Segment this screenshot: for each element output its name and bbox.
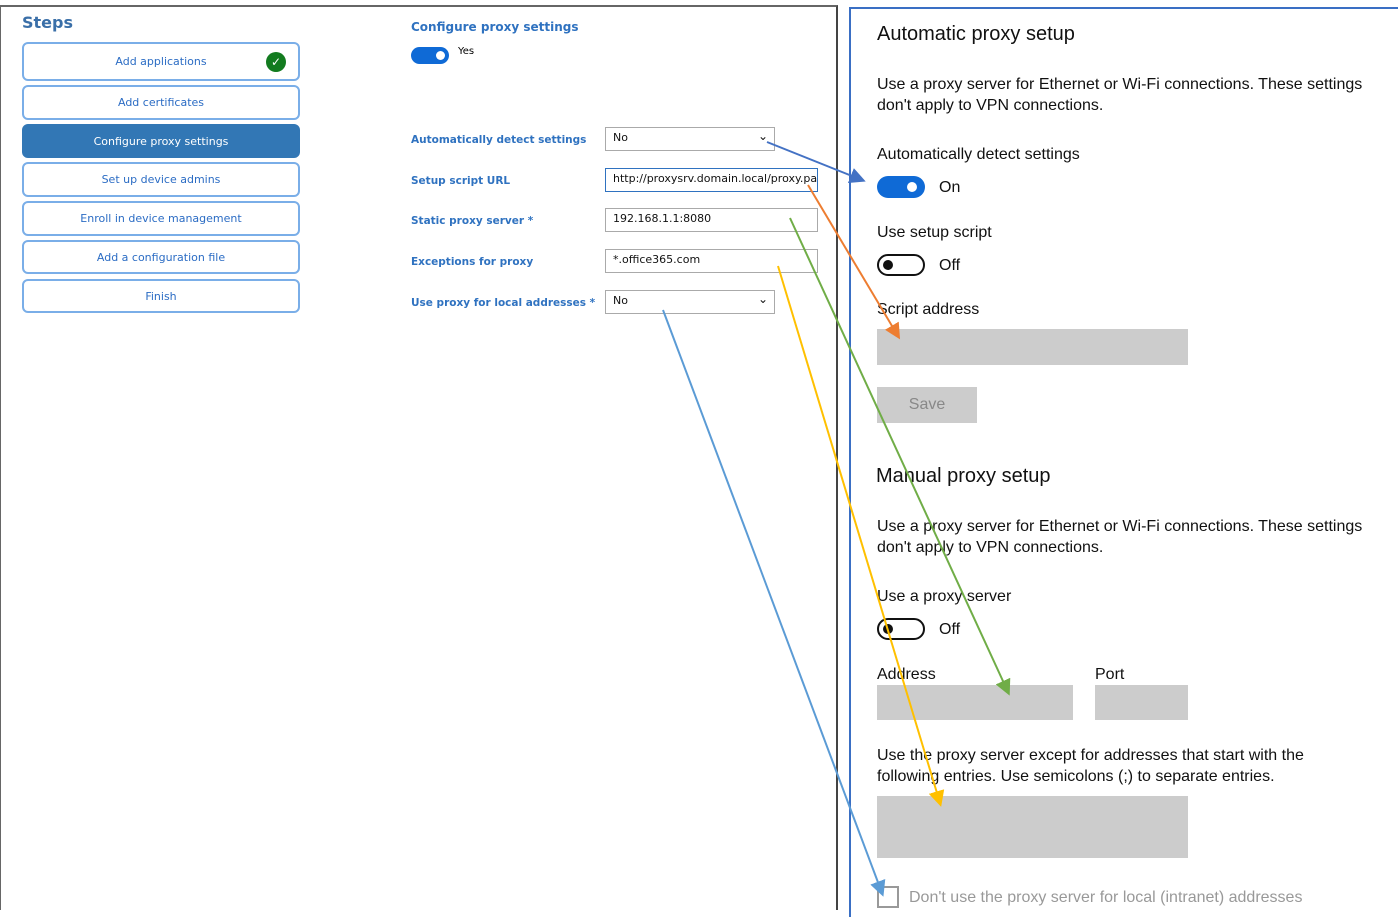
step-label: Add a configuration file [96, 250, 226, 264]
auto-detect-select[interactable]: No⌄ [605, 127, 775, 151]
arrow-script [807, 184, 901, 340]
step-configure-proxy[interactable]: Configure proxy settings [22, 124, 300, 158]
step-label: Add certificates [117, 96, 205, 109]
port-input[interactable] [1095, 685, 1188, 720]
use-proxy-state: Off [939, 621, 961, 638]
port-label: Port [1095, 666, 1125, 683]
proxy-toggle-label: Yes [458, 46, 475, 57]
arrow-local [662, 309, 886, 897]
exceptions-label: Exceptions for proxy [411, 256, 534, 268]
arrow-exceptions [777, 265, 945, 807]
auto-detect-label: Automatically detect settings [411, 134, 587, 146]
step-add-certificates[interactable]: Add certificates [22, 85, 300, 120]
local-select[interactable]: No⌄ [605, 290, 775, 314]
static-proxy-label: Static proxy server * [411, 215, 534, 227]
manual-proxy-title: Manual proxy setup [876, 465, 1051, 487]
arrow-static [789, 217, 1011, 696]
step-label: Set up device admins [101, 173, 221, 186]
arrow-auto-detect [766, 141, 866, 183]
manual-desc: Use a proxy server for Ethernet or Wi-Fi… [877, 518, 1363, 556]
local-label: Use proxy for local addresses * [411, 297, 596, 309]
chevron-down-icon: ⌄ [757, 292, 768, 306]
auto-detect-win-label: Automatically detect settings [877, 146, 1080, 163]
exceptions-desc: Use the proxy server except for addresse… [877, 747, 1304, 785]
script-address-label: Script address [877, 301, 980, 318]
step-label: Enroll in device management [80, 212, 242, 225]
script-url-label: Setup script URL [411, 175, 511, 187]
intune-proxy-panel [0, 5, 838, 910]
step-label: Configure proxy settings [93, 134, 229, 148]
auto-detect-toggle[interactable] [877, 176, 925, 198]
chevron-down-icon: ⌄ [757, 129, 768, 143]
exceptions-textarea[interactable] [877, 796, 1188, 858]
windows-proxy-panel [849, 7, 1398, 917]
script-url-input[interactable]: http://proxysrv.domain.local/proxy.pa [605, 168, 818, 192]
auto-detect-state: On [939, 179, 961, 196]
auto-proxy-title: Automatic proxy setup [877, 23, 1075, 45]
proxy-toggle[interactable] [411, 47, 449, 64]
step-label: Finish [145, 289, 177, 303]
use-proxy-label: Use a proxy server [877, 588, 1012, 605]
step-config-file[interactable]: Add a configuration file [22, 240, 300, 274]
step-finish[interactable]: Finish [22, 279, 300, 313]
step-enroll[interactable]: Enroll in device management [22, 201, 300, 236]
steps-title: Steps [22, 13, 73, 32]
setup-script-label: Use setup script [877, 224, 992, 241]
setup-script-state: Off [939, 257, 961, 274]
auto-desc: Use a proxy server for Ethernet or Wi-Fi… [877, 76, 1363, 114]
static-proxy-input[interactable]: 192.168.1.1:8080 [605, 208, 818, 232]
script-address-input[interactable] [877, 329, 1188, 365]
setup-script-toggle[interactable] [877, 254, 925, 276]
local-checkbox-label: Don't use the proxy server for local (in… [909, 889, 1303, 906]
exceptions-input[interactable]: *.office365.com [605, 249, 818, 273]
step-device-admins[interactable]: Set up device admins [22, 162, 300, 197]
step-add-applications[interactable]: Add applications ✓ [22, 42, 300, 81]
step-label: Add applications [115, 55, 207, 68]
form-title: Configure proxy settings [411, 20, 579, 34]
checkmark-icon: ✓ [266, 52, 286, 72]
save-button[interactable]: Save [877, 387, 977, 423]
address-label: Address [877, 666, 936, 683]
